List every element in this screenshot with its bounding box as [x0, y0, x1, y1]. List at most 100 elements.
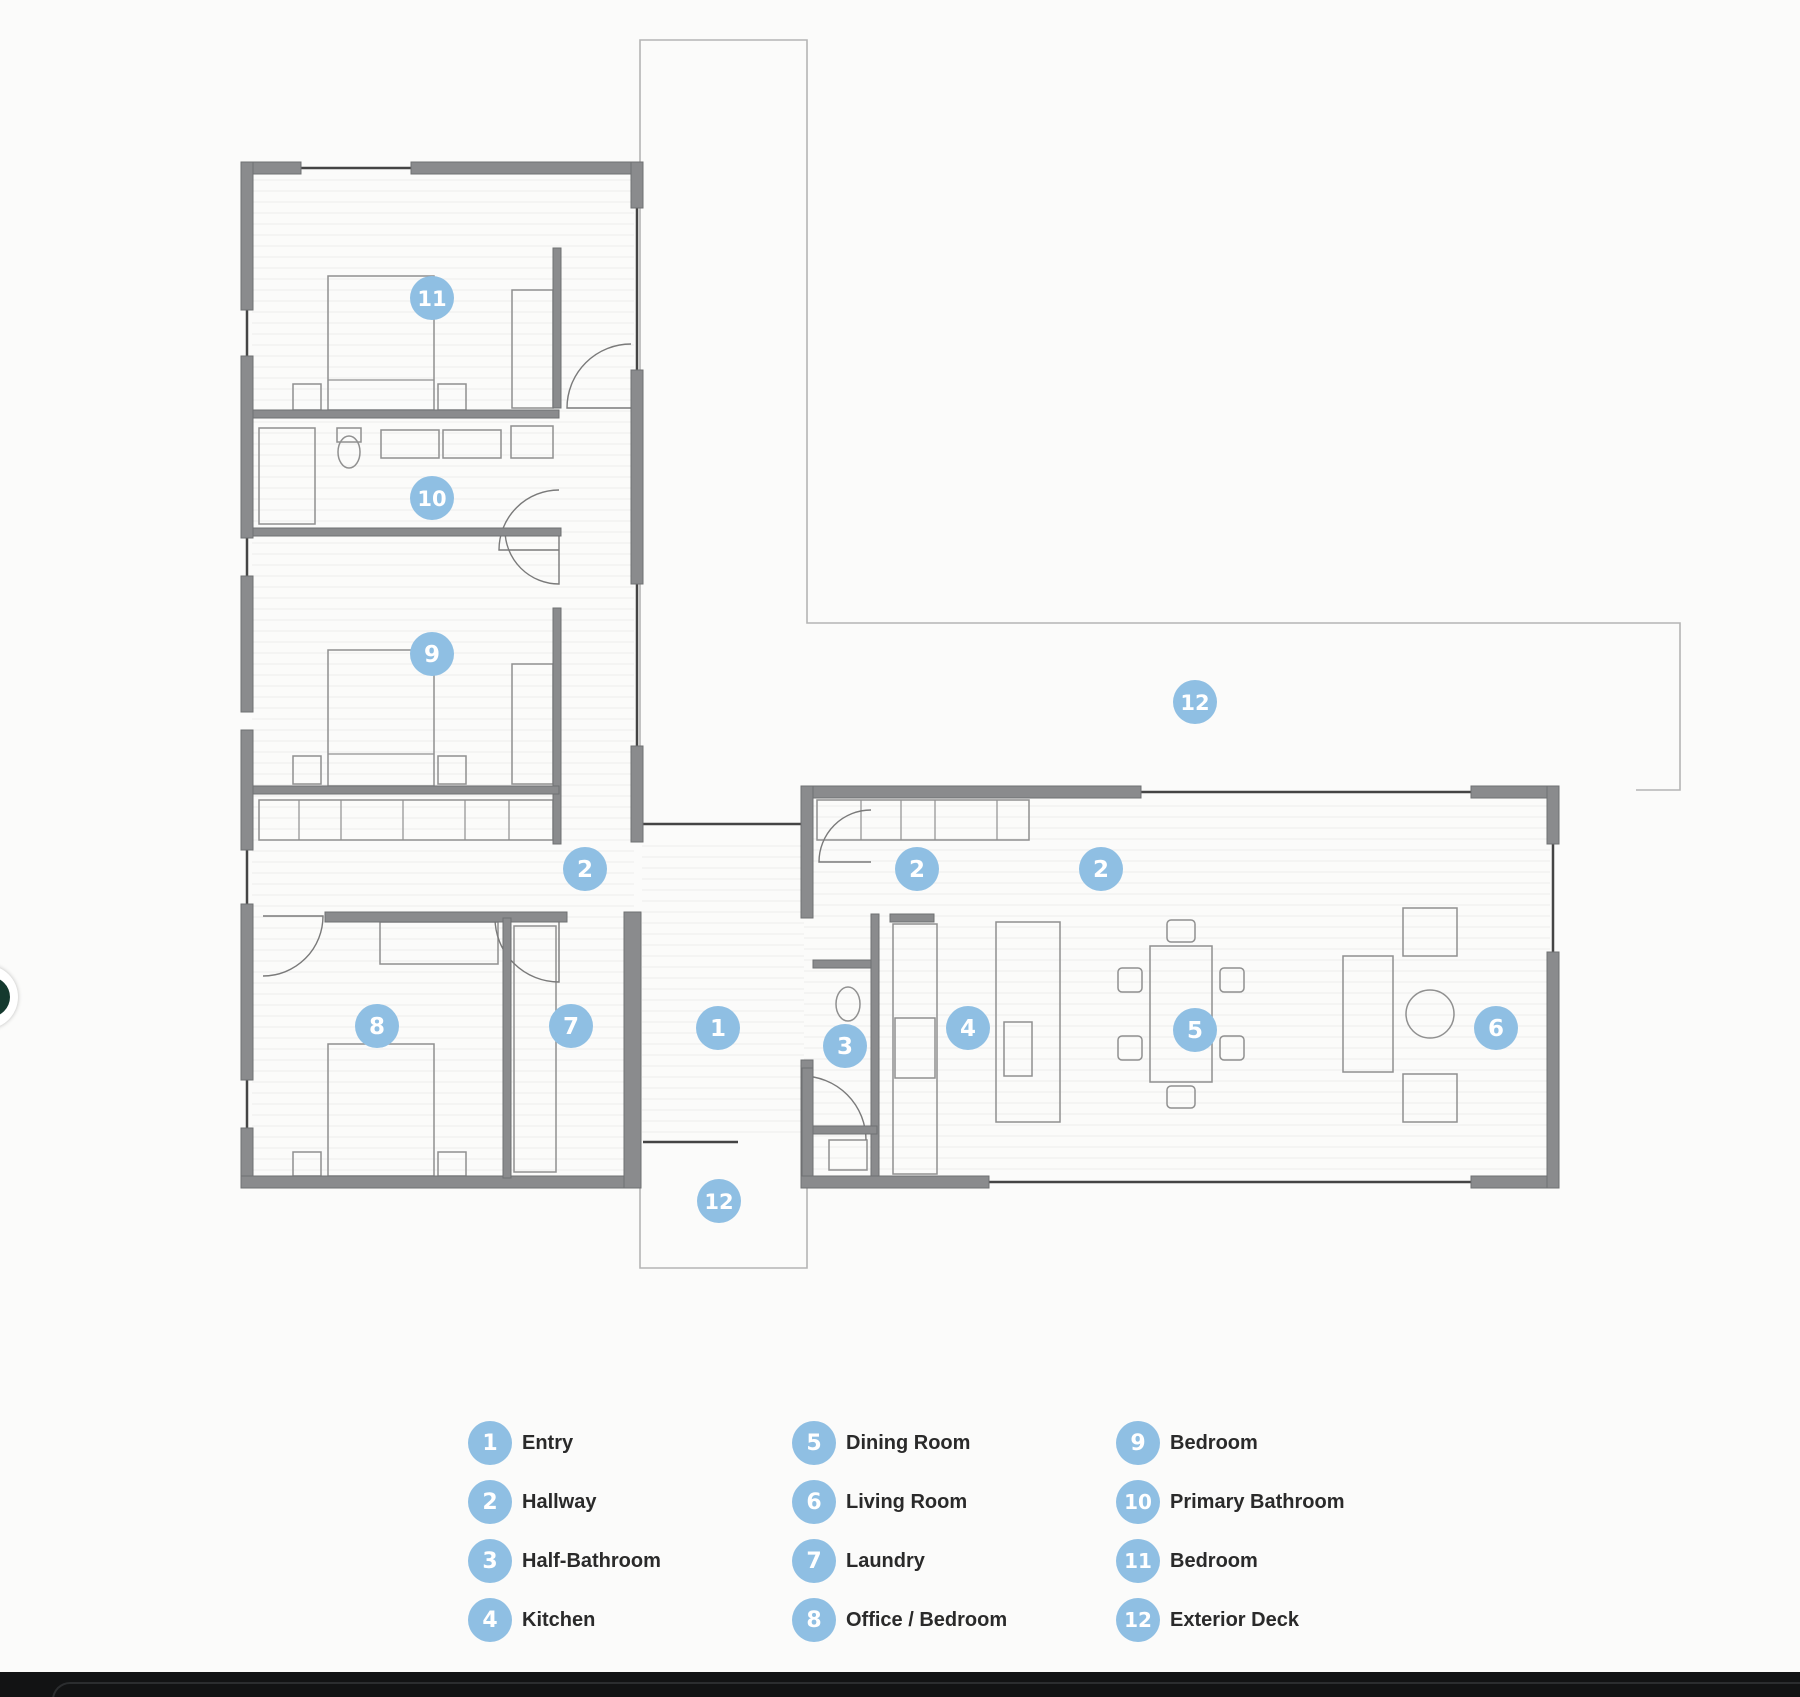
marker-hallway-dining: 2	[1079, 847, 1123, 891]
wall-east-2	[630, 369, 644, 585]
door-swings	[262, 343, 872, 1141]
wall-bedroom9-hall	[252, 785, 560, 795]
wall-west-1	[240, 161, 254, 311]
legend-label: Hallway	[522, 1490, 597, 1513]
legend-badge: 4	[468, 1598, 512, 1642]
side-panel-toggle-icon	[0, 977, 10, 1017]
marker-hallway-kitchen-label: 2	[909, 857, 925, 883]
kitchen-counter	[892, 923, 938, 1175]
wall-bedroom11-bath	[252, 409, 560, 419]
marker-kitchen-circle	[946, 1006, 990, 1050]
legend-item: 4 Kitchen	[468, 1598, 595, 1642]
door-halfbath	[818, 809, 872, 863]
marker-kitchen-label: 4	[960, 1016, 976, 1042]
legend-item: 3 Half-Bathroom	[468, 1539, 661, 1583]
door-primary-bath	[504, 529, 560, 585]
marker-deck-small: 12	[697, 1179, 741, 1223]
marker-deck-small-circle	[697, 1179, 741, 1223]
nightstand	[437, 755, 467, 785]
legend-badge: 12	[1116, 1598, 1160, 1642]
nightstand	[437, 1151, 467, 1177]
marker-dining-room-label: 5	[1187, 1018, 1203, 1044]
dining-chair	[1219, 1035, 1245, 1061]
armchair	[1402, 1073, 1458, 1123]
exterior-deck-outlines	[639, 39, 1681, 1269]
marker-hallway-west-circle	[563, 847, 607, 891]
armchair	[1402, 907, 1458, 957]
dining-chair	[1166, 919, 1196, 943]
wall-east-1	[630, 161, 644, 209]
halfbath-toilet	[835, 986, 861, 1022]
toilet	[337, 435, 361, 469]
legend-label: Primary Bathroom	[1170, 1490, 1345, 1513]
marker-hallway-west: 2	[563, 847, 607, 891]
legend-badge: 1	[468, 1421, 512, 1465]
legend-item: 2 Hallway	[468, 1480, 596, 1524]
marker-deck-small-label: 12	[704, 1190, 733, 1214]
wall-north-east-2	[1470, 785, 1560, 799]
exterior-deck-large-outline	[639, 39, 1681, 791]
marker-living-room-label: 6	[1488, 1016, 1504, 1042]
side-panel-toggle-button[interactable]	[0, 965, 18, 1029]
dining-chair	[1219, 967, 1245, 993]
marker-deck-large: 12	[1173, 680, 1217, 724]
legend-label: Kitchen	[522, 1608, 596, 1631]
furniture-fixtures	[258, 275, 1458, 1177]
wall-bedroom11-closet	[552, 247, 562, 409]
wall-kitchen-stub	[889, 913, 935, 923]
marker-office-bedroom-circle	[355, 1004, 399, 1048]
wall-east-4	[623, 911, 642, 1189]
legend-badge: 2	[468, 1480, 512, 1524]
marker-office-bedroom-label: 8	[369, 1014, 385, 1040]
door-laundry	[494, 917, 560, 983]
marker-bedroom-middle-label: 9	[424, 642, 440, 668]
legend-badge: 8	[792, 1598, 836, 1642]
door-bedroom11	[566, 343, 632, 409]
wall-west-2	[240, 355, 254, 539]
marker-laundry-label: 7	[563, 1014, 579, 1040]
legend-label: Half-Bathroom	[522, 1549, 661, 1572]
marker-laundry: 7	[549, 1004, 593, 1048]
kitchen-island	[995, 921, 1061, 1123]
legend-badge: 5	[792, 1421, 836, 1465]
marker-bedroom-top-label: 11	[417, 287, 446, 311]
wall-halfbath-east	[870, 913, 880, 1177]
marker-half-bathroom: 3	[823, 1024, 867, 1068]
nightstand	[292, 755, 322, 785]
nightstand	[437, 383, 467, 411]
wall-office-laundry	[502, 917, 512, 1179]
marker-hallway-kitchen-circle	[895, 847, 939, 891]
bed-office	[327, 1043, 435, 1177]
marker-bedroom-middle-circle	[410, 632, 454, 676]
wall-laundry-split	[812, 1125, 878, 1135]
marker-half-bathroom-circle	[823, 1024, 867, 1068]
marker-hallway-west-label: 2	[577, 857, 593, 883]
cabinet	[510, 425, 554, 459]
marker-bedroom-middle: 9	[410, 632, 454, 676]
marker-deck-large-circle	[1173, 680, 1217, 724]
toilet-tank	[336, 427, 362, 443]
windows	[245, 166, 1555, 1184]
legend-badge: 3	[468, 1539, 512, 1583]
bottom-toolbar-frame	[52, 1682, 1800, 1697]
wall-office-north	[324, 911, 568, 923]
sofa	[1342, 955, 1394, 1073]
marker-hallway-kitchen: 2	[895, 847, 939, 891]
coffee-table	[1405, 989, 1455, 1039]
wall-south-west	[240, 1175, 642, 1189]
marker-bedroom-top: 11	[410, 276, 454, 320]
marker-laundry-circle	[549, 1004, 593, 1048]
exterior-deck-small-outline	[639, 1170, 808, 1269]
sink-vanity	[380, 429, 440, 459]
marker-living-room: 6	[1474, 1006, 1518, 1050]
marker-dining-room-circle	[1173, 1008, 1217, 1052]
marker-hallway-dining-circle	[1079, 847, 1123, 891]
marker-bedroom-top-circle	[410, 276, 454, 320]
legend-badge: 9	[1116, 1421, 1160, 1465]
